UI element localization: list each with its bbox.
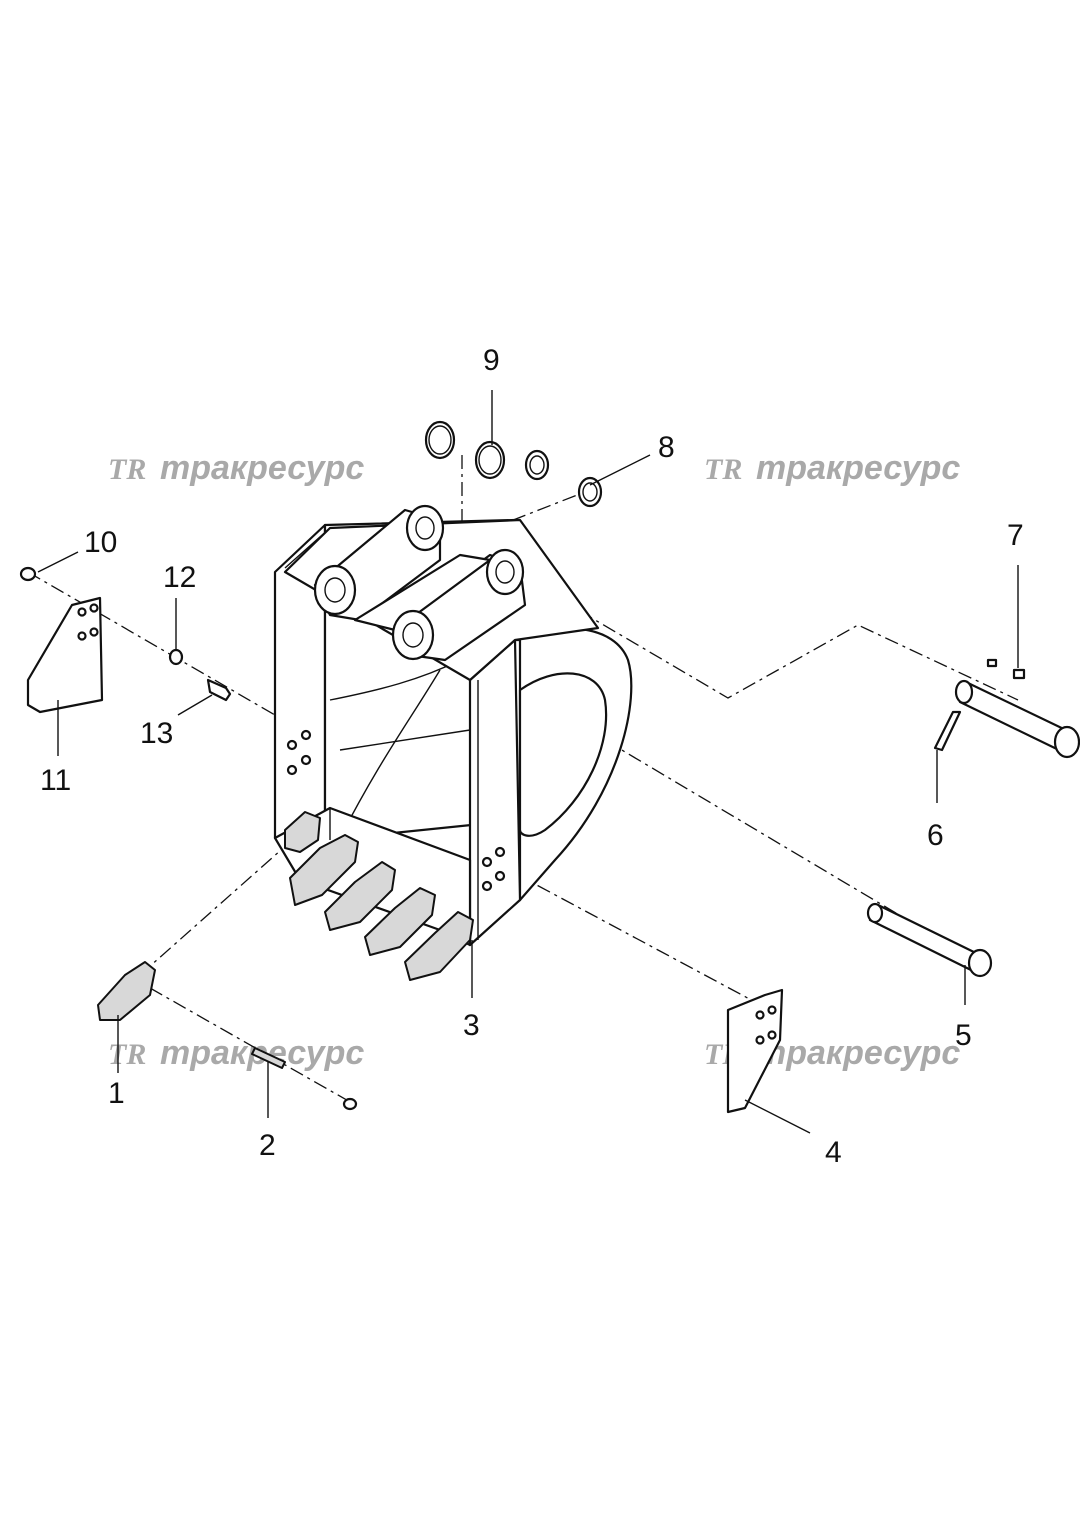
assembly-line-2 xyxy=(149,987,353,1104)
boss-right-rear-hole xyxy=(495,560,515,584)
bucket-body xyxy=(273,504,633,947)
part-10-nut xyxy=(19,566,37,582)
callout-9: 9 xyxy=(483,344,500,377)
watermark-text: тракресурс xyxy=(756,449,960,487)
leader-lines xyxy=(37,390,1019,1134)
callout-4: 4 xyxy=(825,1136,842,1169)
boss-left-front-hole xyxy=(324,577,346,603)
part-6-pin xyxy=(933,679,1080,759)
tooth-mounted-5 xyxy=(404,911,474,981)
part-4-side-cutter xyxy=(726,988,784,1114)
callout-6: 6 xyxy=(927,819,944,852)
part-4-holes xyxy=(755,1005,777,1045)
callout-1: 1 xyxy=(108,1077,125,1110)
part-7-lock xyxy=(1012,668,1026,680)
callout-13: 13 xyxy=(140,717,173,750)
callout-8: 8 xyxy=(658,431,675,464)
assembly-line-10 xyxy=(27,571,276,716)
left-plate-holes xyxy=(286,729,312,776)
part-7-lock-2 xyxy=(986,658,998,668)
part-13-bolt xyxy=(206,678,232,702)
watermark-logo: TR xyxy=(108,453,146,486)
callout-10: 10 xyxy=(84,526,117,559)
callout-7: 7 xyxy=(1007,519,1024,552)
watermark-logo: TR xyxy=(108,1038,146,1071)
bucket-teeth xyxy=(284,811,474,981)
part-1-tooth xyxy=(97,961,156,1021)
watermark-top-left: TR тракресурс xyxy=(108,449,364,487)
watermark-bottom-left: TR тракресурс xyxy=(108,1034,364,1072)
boss-left-front xyxy=(313,564,357,616)
boss-right-front-hole xyxy=(402,622,424,648)
watermark-text: тракресурс xyxy=(160,449,364,487)
boss-right-rear xyxy=(485,548,525,596)
boss-right-front xyxy=(391,609,435,661)
inner-line xyxy=(339,729,471,751)
bucket-shell-opening xyxy=(518,672,608,837)
watermark-text: тракресурс xyxy=(756,1034,960,1072)
tooth-mounted-4 xyxy=(364,887,436,956)
tooth-mounted-1 xyxy=(284,811,321,853)
callout-3: 3 xyxy=(463,1009,480,1042)
assembly-lines xyxy=(27,455,1019,1104)
callout-11: 11 xyxy=(40,764,71,797)
assembly-line-8 xyxy=(461,489,591,541)
boss-left-rear xyxy=(405,504,445,552)
part-11-side-cutter xyxy=(26,596,104,714)
part-12-washer xyxy=(168,648,184,666)
tooth-mounted-2 xyxy=(289,834,359,906)
watermark-top-right: TR тракресурс xyxy=(704,449,960,487)
assembly-line-7 xyxy=(509,569,1019,701)
part-8-shim xyxy=(524,449,603,508)
callout-2: 2 xyxy=(259,1129,276,1162)
callout-12: 12 xyxy=(163,561,196,594)
part-2-tooth-pin xyxy=(251,1047,358,1111)
inner-curve-left xyxy=(339,669,441,839)
watermark-logo: TR xyxy=(704,453,742,486)
part-11-holes xyxy=(77,603,99,641)
callout-5: 5 xyxy=(955,1019,972,1052)
tooth-mounted-3 xyxy=(324,861,396,931)
part-9-o-ring xyxy=(424,420,506,480)
right-plate-holes xyxy=(481,846,506,892)
boss-left-rear-hole xyxy=(415,516,435,540)
part-5-pin xyxy=(866,902,993,978)
assembly-line-4 xyxy=(489,859,771,1011)
assembly-line-1 xyxy=(139,841,291,976)
